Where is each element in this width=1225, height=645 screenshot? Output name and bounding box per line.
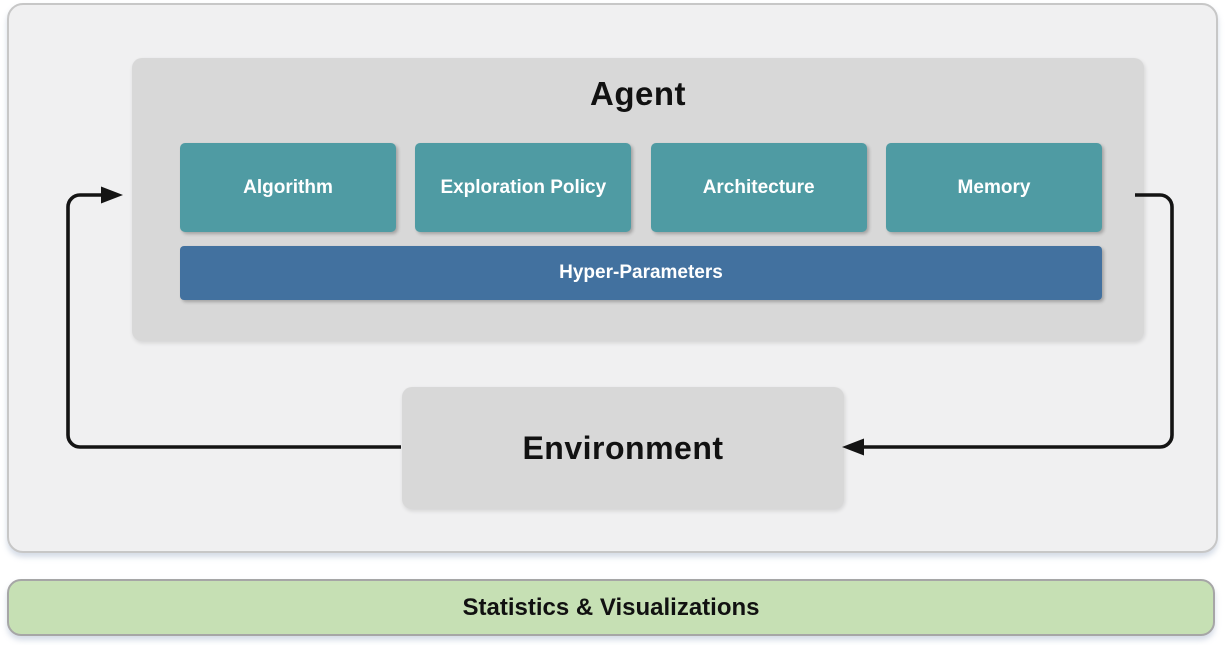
agent-components-row: Algorithm Exploration Policy Architectur… bbox=[180, 143, 1102, 232]
agent-title: Agent bbox=[590, 75, 686, 112]
component-box-memory: Memory bbox=[885, 143, 1102, 232]
hyper-parameters-box: Hyper-Parameters bbox=[180, 246, 1102, 300]
stats-visualizations-bar: Statistics & Visualizations bbox=[7, 579, 1215, 636]
stats-visualizations-label: Statistics & Visualizations bbox=[462, 593, 760, 621]
component-box-exploration-policy: Exploration Policy bbox=[415, 143, 632, 232]
component-box-algorithm: Algorithm bbox=[180, 143, 396, 232]
environment-title: Environment bbox=[522, 429, 724, 466]
environment-box: Environment bbox=[402, 387, 844, 509]
component-box-architecture: Architecture bbox=[650, 143, 867, 232]
training-loop-panel: Agent Algorithm Exploration Policy Archi… bbox=[7, 3, 1218, 553]
agent-box: Agent Algorithm Exploration Policy Archi… bbox=[132, 58, 1144, 341]
